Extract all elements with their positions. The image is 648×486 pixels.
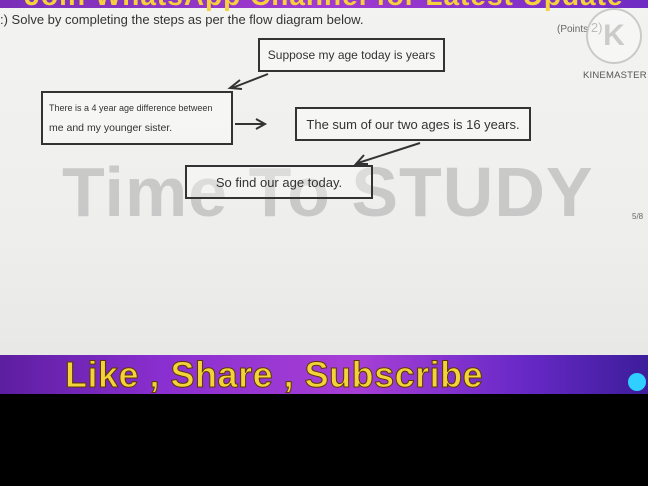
top-banner-text: Join WhatsApp Channel for Latest Update — [0, 0, 648, 12]
top-banner — [0, 0, 648, 8]
accent-dot-icon — [628, 373, 646, 391]
flow-box-suppose-age: Suppose my age today is years — [258, 38, 445, 72]
kinemaster-logo-glyph: K — [603, 19, 625, 52]
flow-box-suppose-age-text: Suppose my age today is years — [267, 48, 436, 62]
flow-box-find-age-text: So find our age today. — [215, 174, 343, 190]
flow-box-age-difference-line1: There is a 4 year age difference between — [49, 103, 213, 113]
question-text: :) Solve by completing the steps as per … — [0, 12, 364, 27]
flow-box-age-difference-line2: me and my younger sister. — [49, 122, 173, 134]
kinemaster-watermark: KINEMASTER — [583, 70, 647, 81]
flow-box-sum-of-ages-text: The sum of our two ages is 16 years. — [306, 116, 520, 132]
points-prefix: (Points — [557, 24, 589, 35]
video-frame: Join WhatsApp Channel for Latest Update … — [0, 0, 648, 394]
flow-arrows — [227, 73, 421, 165]
arrow-box3-to-box4 — [357, 142, 421, 164]
bottom-banner: Like , Share , Subscribe — [0, 355, 648, 394]
kinemaster-logo-icon: K — [586, 8, 642, 64]
arrow-box1-to-box2 — [231, 73, 269, 89]
page-indicator: 5/8 — [632, 212, 644, 221]
flow-box-find-age: So find our age today. — [185, 165, 373, 199]
bottom-banner-text: Like , Share , Subscribe — [64, 355, 484, 394]
flow-box-sum-of-ages: The sum of our two ages is 16 years. — [295, 107, 531, 141]
flow-box-age-difference: There is a 4 year age difference between… — [41, 91, 233, 145]
